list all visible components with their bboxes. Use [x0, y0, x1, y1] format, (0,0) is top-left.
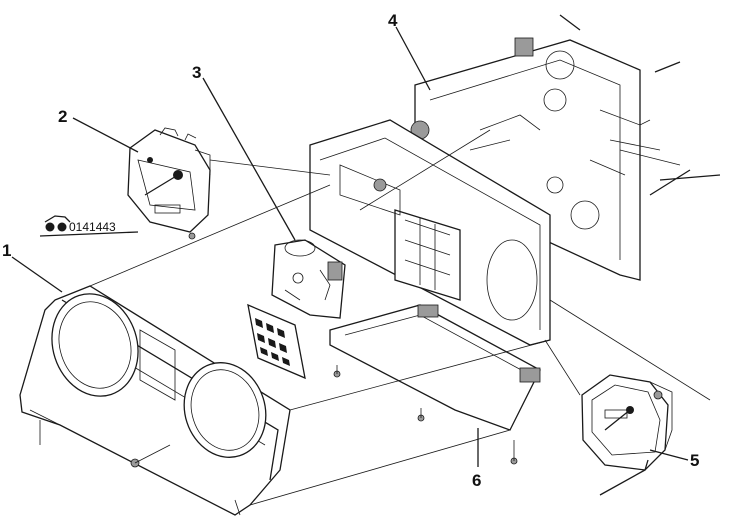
callout-4: 4: [388, 11, 398, 30]
circuit-board: [410, 14, 721, 281]
callout-1: 1: [2, 241, 11, 260]
gauge-module: [271, 239, 346, 319]
callout-2: 2: [58, 107, 67, 126]
part-number: 0141443: [69, 220, 116, 234]
speedometer-gauge: [581, 374, 673, 496]
cluster-housing: [309, 119, 551, 346]
small-gauge: [127, 127, 211, 240]
callout-5: 5: [690, 451, 699, 470]
callout-3: 3: [192, 63, 201, 82]
exploded-guide-lines: [89, 129, 711, 506]
callout-leaders: [11, 26, 689, 467]
part-reference: 0141443: [39, 215, 139, 237]
front-bezel: [19, 285, 291, 516]
car-icon: [45, 222, 55, 232]
callout-6: 6: [472, 471, 481, 490]
warning-lamp-panel: [247, 303, 306, 380]
